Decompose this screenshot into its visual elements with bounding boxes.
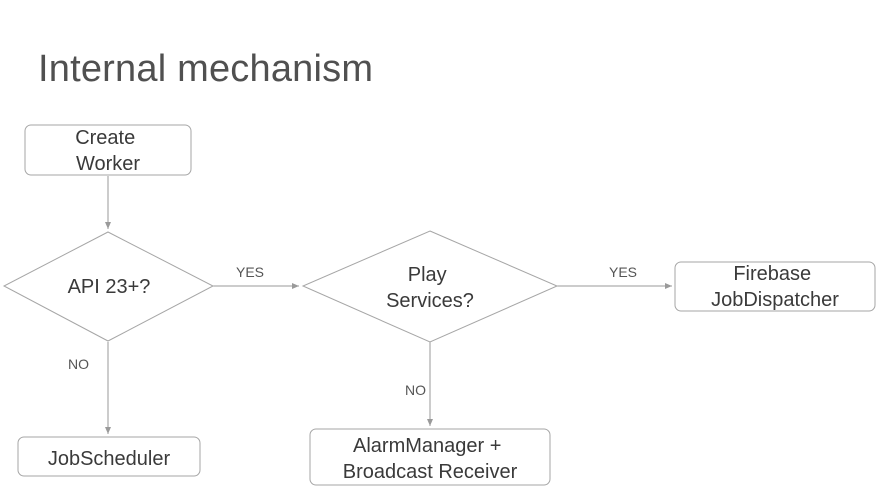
node-create-worker-box [24,124,192,176]
decision-play-services-line-2: Services? [386,290,474,312]
node-create-worker-label: Create Worker [75,127,141,175]
node-firebase-jobdispatcher: Firebase JobDispatcher [674,261,876,312]
edge-label-api-yes: YES [236,264,264,280]
node-create-worker-line-2: Worker [76,153,140,175]
node-alarmmanager-broadcast-receiver: AlarmManager + Broadcast Receiver [309,428,551,486]
node-firebase-jobdispatcher-label: Firebase JobDispatcher [711,263,839,311]
edge-label-api-no: NO [68,356,89,372]
decision-api-23-diamond [2,231,215,342]
node-jobscheduler-label: JobScheduler [48,448,171,470]
node-alarmmanager-line-2: Broadcast Receiver [343,461,518,483]
decision-play-services-label: Play Services? [386,264,474,312]
page-title: Internal mechanism [38,48,374,90]
node-create-worker: Create Worker [24,124,192,176]
node-firebase-jobdispatcher-box [674,261,876,312]
edge-label-play-no: NO [405,382,426,398]
node-jobscheduler-box [17,436,201,477]
node-create-worker-line-1: Create [75,127,135,149]
node-alarmmanager-broadcast-receiver-label: AlarmManager + Broadcast Receiver [343,435,518,483]
node-jobscheduler: JobScheduler [17,436,201,477]
node-alarmmanager-line-1: AlarmManager + [353,435,501,457]
decision-api-23-label: API 23+? [68,276,151,298]
node-alarmmanager-broadcast-receiver-box [309,428,551,486]
decision-play-services: Play Services? [301,230,559,343]
decision-api-23: API 23+? [2,231,215,342]
node-firebase-jobdispatcher-line-2: JobDispatcher [711,289,839,311]
decision-play-services-line-1: Play [408,264,447,286]
edge-label-play-yes: YES [609,264,637,280]
decision-play-services-diamond [301,230,559,343]
connectors [105,176,672,434]
node-firebase-jobdispatcher-line-1: Firebase [733,263,811,285]
